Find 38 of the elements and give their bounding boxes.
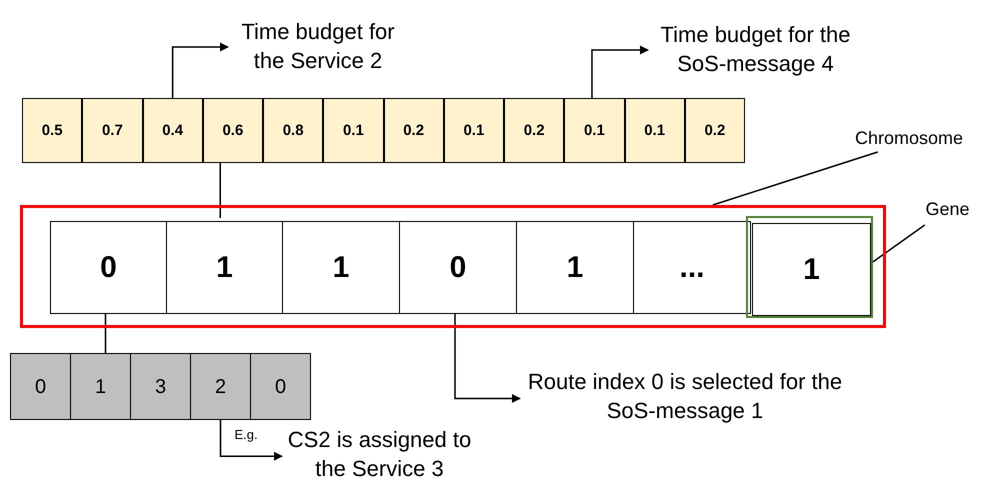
- value-cell: 3: [130, 353, 191, 420]
- annotation-text: Time budget for the Service 2: [228, 14, 408, 80]
- chromosome-frame: [20, 205, 886, 328]
- connector-line: [104, 311, 106, 353]
- value-cell: 0.1: [444, 98, 504, 163]
- annotation-text: Route index 0 is selected for the SoS-message 1: [520, 360, 850, 434]
- gene-cell: 1: [752, 223, 871, 316]
- gene-cell: 0: [50, 221, 167, 314]
- gene-cell: 1: [516, 221, 634, 314]
- value-cell: 2: [190, 353, 251, 420]
- annotation-text: Gene: [915, 195, 980, 225]
- value-cell: 0.8: [263, 98, 324, 163]
- annotation-text: CS2 is assigned to the Service 3: [282, 424, 477, 486]
- arrow: [591, 46, 649, 98]
- gene-cell: 0: [399, 221, 517, 314]
- value-cell: 0: [250, 353, 311, 420]
- value-cell: 0.4: [142, 98, 203, 163]
- arrow: [172, 42, 229, 98]
- arrow: [454, 311, 521, 403]
- connector-line: [219, 163, 221, 218]
- value-cell: 0.5: [22, 98, 82, 163]
- value-cell: 0.1: [564, 98, 624, 163]
- gene-cell: 1: [282, 221, 400, 314]
- annotation-text: Chromosome: [838, 125, 980, 152]
- value-cell: 0: [10, 353, 71, 420]
- annotation-text: Time budget for the SoS-message 4: [648, 12, 863, 88]
- value-cell: 1: [70, 353, 131, 420]
- value-cell: 0.2: [384, 98, 444, 163]
- value-cell: 0.2: [504, 98, 564, 163]
- gene-cell: ...: [633, 221, 751, 314]
- value-cell: 0.6: [202, 98, 263, 163]
- value-cell: 0.7: [82, 98, 142, 163]
- gene-cell: 1: [166, 221, 283, 314]
- value-cell: 0.1: [323, 98, 384, 163]
- value-cell: 0.1: [624, 98, 685, 163]
- arrow: [220, 420, 283, 461]
- connector-line: [712, 151, 878, 206]
- value-cell: 0.2: [684, 98, 745, 163]
